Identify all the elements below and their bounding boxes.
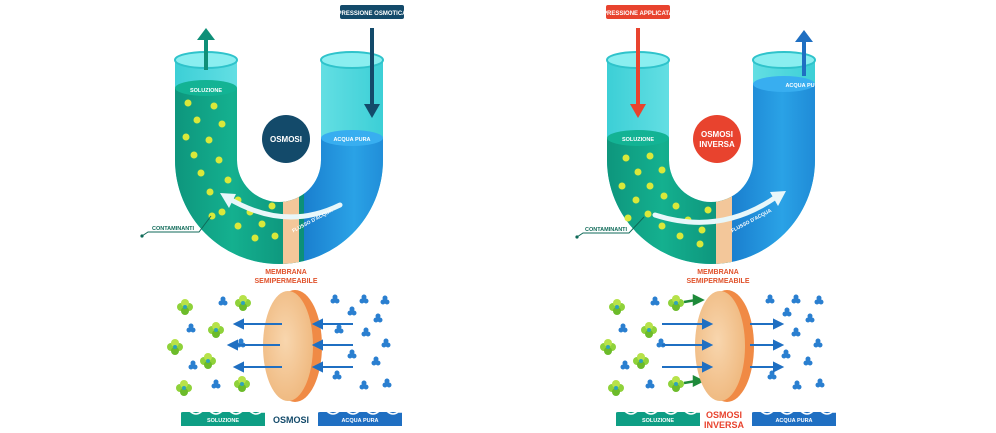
left-contaminants-leader <box>141 215 212 237</box>
right-flow-arrowhead <box>770 191 786 206</box>
left-water-surface <box>321 130 383 146</box>
left-rise-arrowhead <box>197 28 215 40</box>
right-contaminants-leader <box>576 216 645 238</box>
right-flow-arrows <box>662 318 785 373</box>
right-contaminants-label: CONTAMINANTI <box>585 227 628 233</box>
left-membrane-strip <box>283 190 299 264</box>
osmotic-pressure-badge <box>340 5 404 19</box>
right-solution-surface <box>607 130 669 146</box>
right-water-molecules-solution-side <box>618 296 666 389</box>
right-bottom-pure-water-bar <box>752 412 836 426</box>
right-molecule-scene <box>600 290 836 426</box>
right-blocked-contaminant-arrows <box>683 293 705 388</box>
right-contaminants-dot <box>575 235 579 239</box>
left-membrane-label-1: MEMBRANA <box>265 269 307 276</box>
right-membrane-strip <box>716 190 732 264</box>
left-molecule-scene <box>167 290 402 426</box>
left-pure-water-label: ACQUA PURA <box>333 137 370 143</box>
left-flow-arrows <box>226 318 353 373</box>
left-contaminants-label: CONTAMINANTI <box>152 226 195 232</box>
left-bottom-pure-water-label: ACQUA PURA <box>341 418 378 424</box>
left-bottom-pure-water-bar <box>318 412 402 426</box>
osmosi-inversa-title-1: OSMOSI <box>701 130 733 139</box>
left-water-molecules-solution-side <box>186 296 246 389</box>
left-flow-arrow <box>225 195 343 220</box>
right-membrane-label-1: MEMBRANA <box>697 269 739 276</box>
osmotic-pressure-label: PRESSIONE OSMOTICA <box>337 11 407 17</box>
osmosi-inversa-circle <box>693 115 741 163</box>
right-bottom-pure-water-label: ACQUA PURA <box>775 418 812 424</box>
left-solution-surface <box>175 80 237 96</box>
left-bottom-title: OSMOSI <box>273 415 309 425</box>
right-pure-water-liquid <box>732 84 815 264</box>
right-bottom-solution-bar <box>616 412 700 426</box>
left-water-molecules-pure-side <box>330 294 392 390</box>
left-contaminant-clusters <box>167 295 251 396</box>
right-contaminant-clusters <box>600 295 684 396</box>
right-rise-arrowhead <box>795 30 813 42</box>
right-membrane-label-2: SEMIPERMEABILE <box>686 278 749 285</box>
left-membrane-disc <box>263 291 313 401</box>
right-bottom-title-1: OSMOSI <box>706 410 742 420</box>
right-membrane-disc <box>695 291 745 401</box>
osmosi-circle <box>262 115 310 163</box>
right-bottom-title-2: INVERSA <box>704 420 745 430</box>
left-solution-label: SOLUZIONE <box>190 88 222 94</box>
right-pure-water-label: ACQUA PURA <box>785 83 822 89</box>
right-solution-label: SOLUZIONE <box>622 137 654 143</box>
left-flow-arrowhead <box>220 193 236 208</box>
osmosi-inversa-title-2: INVERSA <box>699 140 735 149</box>
right-bottom-solution-label: SOLUZIONE <box>642 418 674 424</box>
osmotic-pressure-arrowhead <box>364 104 380 118</box>
applied-pressure-badge <box>606 5 670 19</box>
applied-pressure-label: PRESSIONE APPLICATA <box>603 11 674 17</box>
left-membrane-label-2: SEMIPERMEABILE <box>254 278 317 285</box>
right-water-surface <box>753 76 815 92</box>
left-bottom-solution-label: SOLUZIONE <box>207 418 239 424</box>
left-bottom-solution-bar <box>181 412 265 426</box>
osmosi-title: OSMOSI <box>270 135 302 144</box>
left-contaminants-dot <box>140 234 144 238</box>
applied-pressure-arrowhead <box>630 104 646 118</box>
right-flow-arrow <box>652 194 779 225</box>
